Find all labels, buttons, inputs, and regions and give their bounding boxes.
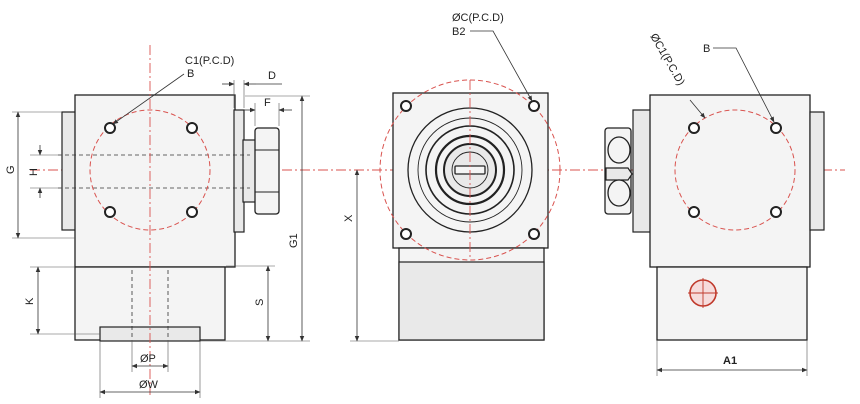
left-view-housing bbox=[74, 94, 236, 268]
label-w: ØW bbox=[139, 379, 159, 391]
front-view-bolt-hole bbox=[400, 228, 412, 240]
label-b: B bbox=[187, 68, 194, 80]
right-view-base bbox=[656, 266, 808, 341]
right-view-bolt-hole bbox=[688, 206, 700, 218]
label-c1-pcd: C1(P.C.D) bbox=[185, 55, 234, 67]
left-side-view bbox=[58, 45, 280, 395]
label-s: S bbox=[254, 299, 266, 306]
front-view-base-inner bbox=[398, 261, 545, 341]
right-view-bolt-hole bbox=[770, 206, 782, 218]
leader-b bbox=[112, 73, 185, 125]
right-view-housing bbox=[649, 94, 811, 268]
label-g: G bbox=[5, 165, 17, 174]
right-side-view bbox=[604, 94, 825, 341]
label-g1: G1 bbox=[288, 233, 300, 248]
label-f: F bbox=[264, 97, 271, 109]
front-view bbox=[379, 79, 561, 341]
right-view-bolt-hole bbox=[770, 122, 782, 134]
label-b-right: B bbox=[703, 43, 710, 55]
label-x: X bbox=[343, 214, 355, 222]
label-a1: A1 bbox=[723, 355, 737, 367]
right-view-shaft-flange bbox=[632, 109, 652, 233]
label-c-pcd: ØC(P.C.D) bbox=[452, 12, 504, 24]
left-view-bolt-hole bbox=[104, 122, 116, 134]
left-view-pcd-circle bbox=[89, 109, 211, 231]
left-view-bolt-hole bbox=[104, 206, 116, 218]
right-view-pcd-circle bbox=[674, 109, 796, 231]
front-view-pcd-circle bbox=[379, 79, 561, 261]
right-view-keyway bbox=[605, 167, 633, 181]
leader-b-right bbox=[713, 47, 775, 123]
right-view-rear-flange bbox=[809, 111, 825, 231]
left-view-bolt-hole bbox=[186, 206, 198, 218]
label-b2: B2 bbox=[452, 26, 465, 38]
front-view-bolt-hole bbox=[400, 100, 412, 112]
front-view-bolt-hole bbox=[528, 228, 540, 240]
label-c1-pcd-diameter: ØC1(P.C.D) bbox=[647, 32, 686, 88]
label-p: ØP bbox=[140, 353, 156, 365]
leader-c1-pcd bbox=[689, 99, 706, 119]
left-view-shaft-hub bbox=[254, 127, 280, 215]
label-k: K bbox=[24, 297, 36, 305]
label-h: H bbox=[28, 168, 40, 176]
label-d: D bbox=[268, 70, 276, 82]
right-view-shaft-top bbox=[607, 136, 631, 164]
right-view-bolt-hole bbox=[688, 122, 700, 134]
leader-b2 bbox=[470, 30, 533, 102]
front-view-bolt-hole bbox=[528, 100, 540, 112]
left-view-rear-flange bbox=[61, 111, 77, 231]
left-view-bolt-hole bbox=[186, 122, 198, 134]
right-view-shaft-bottom bbox=[607, 179, 631, 207]
